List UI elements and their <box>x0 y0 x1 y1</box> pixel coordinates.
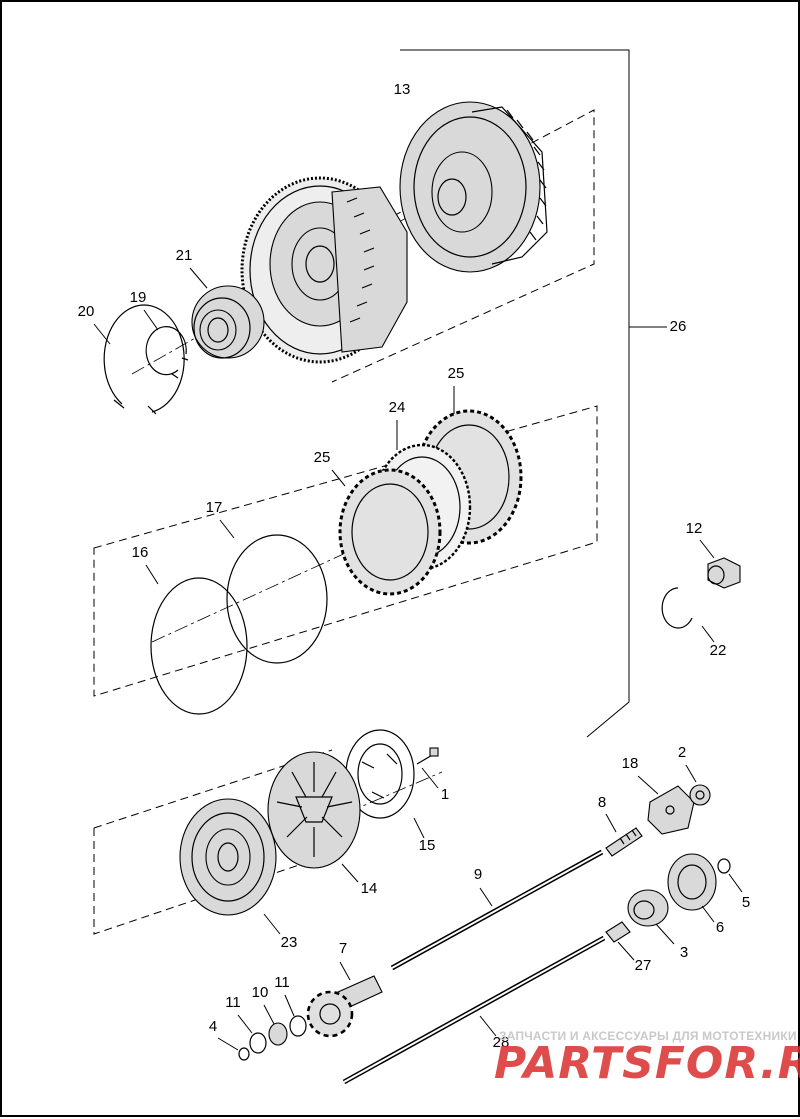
ramp-shaft-part-7 <box>306 975 383 1038</box>
bearing-part-3 <box>627 889 669 927</box>
callout-4: 4 <box>209 1018 217 1035</box>
callout-28: 28 <box>493 1034 510 1051</box>
callout-2: 2 <box>678 744 686 761</box>
bushing-part-27 <box>605 921 631 943</box>
leader-9 <box>479 887 493 907</box>
leader-15 <box>413 817 425 839</box>
leader-11b <box>284 994 295 1017</box>
bearing-housing-part-6 <box>667 853 717 911</box>
clutch-shell-part-13 <box>399 101 548 273</box>
diaphragm-spring-part-14 <box>267 751 361 869</box>
callout-12: 12 <box>686 520 703 537</box>
callout-21: 21 <box>176 247 193 264</box>
callout-22: 22 <box>710 642 727 659</box>
snap-ring-part-19 <box>145 326 189 379</box>
ring-part-4 <box>238 1047 250 1061</box>
callout-6: 6 <box>716 919 724 936</box>
washer-part-11b <box>289 1015 307 1037</box>
watermark-tagline: ЗАПЧАСТИ И АКСЕССУАРЫ ДЛЯ МОТОТЕХНИКИ <box>499 1029 797 1043</box>
leader-10 <box>263 1004 275 1025</box>
washer-part-11a <box>249 1032 267 1054</box>
push-rod-part-9-highlight <box>391 851 603 969</box>
leader-3 <box>655 923 675 945</box>
callout-20: 20 <box>78 303 95 320</box>
callout-24: 24 <box>389 399 406 416</box>
leader-19 <box>143 309 159 331</box>
assembly-bracket-26 <box>400 49 630 738</box>
nut-part-12 <box>707 557 741 589</box>
leader-7 <box>339 961 351 981</box>
leader-23 <box>263 913 281 935</box>
bearing-part-10 <box>268 1022 288 1046</box>
o-ring-part-16 <box>150 577 248 715</box>
retaining-ring-part-22 <box>661 587 693 629</box>
leader-1 <box>421 767 439 789</box>
adjuster-plate-part-18 <box>647 785 695 835</box>
leader-5 <box>728 873 743 893</box>
callout-5: 5 <box>742 894 750 911</box>
callout-1: 1 <box>441 786 449 803</box>
callout-9: 9 <box>474 866 482 883</box>
callout-3: 3 <box>680 944 688 961</box>
callout-10: 10 <box>252 984 269 1001</box>
callout-25a: 25 <box>448 365 465 382</box>
leader-21 <box>189 267 208 289</box>
callout-7: 7 <box>339 940 347 957</box>
callout-25b: 25 <box>314 449 331 466</box>
leader-18 <box>637 775 659 795</box>
leader-17 <box>219 519 235 539</box>
push-rod-part-28-highlight <box>343 937 605 1083</box>
friction-plate-part-25-front <box>338 468 442 596</box>
o-ring-part-17 <box>226 534 328 664</box>
nut-part-2 <box>689 784 711 806</box>
callout-13: 13 <box>394 81 411 98</box>
bearing-part-21 <box>191 285 265 359</box>
callout-27: 27 <box>635 957 652 974</box>
leader-28 <box>479 1015 497 1037</box>
leader-11a <box>237 1014 253 1034</box>
leader-16 <box>145 564 159 585</box>
leader-25b <box>331 469 346 487</box>
clutch-hub-ring-gear <box>240 176 408 364</box>
callout-11a: 11 <box>225 994 241 1011</box>
callout-14: 14 <box>361 880 378 897</box>
callout-18: 18 <box>622 755 639 772</box>
adjusting-screw-part-8 <box>605 827 643 857</box>
callout-17: 17 <box>206 499 223 516</box>
ring-part-5 <box>717 858 731 874</box>
leader-27 <box>617 941 635 961</box>
callout-16: 16 <box>132 544 149 561</box>
leader-20 <box>93 323 111 345</box>
leader-12 <box>699 539 715 559</box>
leader-14 <box>341 863 359 883</box>
callout-26: 26 <box>670 318 687 335</box>
leader-6 <box>701 905 715 923</box>
leader-22 <box>701 625 715 643</box>
callout-15: 15 <box>419 837 436 854</box>
callout-8: 8 <box>598 794 606 811</box>
leader-4 <box>217 1037 239 1051</box>
callout-11b: 11 <box>274 974 290 991</box>
screw-part-1 <box>416 747 439 765</box>
pressure-plate-part-23 <box>179 798 277 916</box>
watermark-brand: PARTSFOR.RU <box>494 1038 800 1089</box>
axis-line-middle <box>151 471 523 643</box>
retaining-ring-part-20 <box>103 304 185 415</box>
leader-8 <box>605 813 617 833</box>
callout-19: 19 <box>130 289 147 306</box>
leader-2 <box>685 764 697 783</box>
callout-23: 23 <box>281 934 298 951</box>
